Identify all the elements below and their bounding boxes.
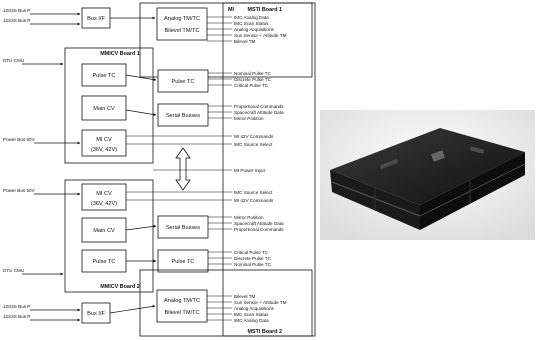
analog-tmtc-top: Analog TM/TC Bilevel TM/TC <box>157 8 207 40</box>
mi-signals-bottom: Bilevel TM Sun Sensor + Attitude TM Anal… <box>207 294 287 323</box>
power-bus-bottom: Power Bus 50V <box>3 188 80 194</box>
analog-tmtc-top-l1: Analog TM/TC <box>164 16 200 22</box>
main-cv-b2-label: Main CV <box>93 228 115 234</box>
mi-sig-bottom-0: Bilevel TM <box>234 294 256 299</box>
system-block-diagram: MSTI Board 1 12S3S Bus P 12S3S Bus R Bus… <box>0 0 320 340</box>
mi-sig-pulse-0: Nominal Pulse TC <box>234 71 272 76</box>
bottom-inputs: 12S3S Bus P 12S3S Bus R <box>3 304 80 320</box>
pulse-tc-b2-left: Pulse TC <box>82 250 126 272</box>
power-bus-bottom-label: Power Bus 50V <box>3 188 36 193</box>
mi-signals-pulse: Nominal Pulse TC Discrete Pulse TC Criti… <box>208 71 272 88</box>
pulse-tc-top-right-label: Pulse TC <box>172 79 195 85</box>
dtu-cmu-top-label: DTU CMU <box>3 58 24 63</box>
analog-tmtc-bottom-l1: Analog TM/TC <box>164 298 200 304</box>
pulse-tc-top-right: Pulse TC <box>158 70 208 92</box>
mi-sig-top-2: Analog Acquisitions <box>234 27 275 32</box>
mi-title: MI <box>228 7 234 13</box>
mi-sig-serial-0: Proportional Commands <box>234 104 284 109</box>
serial-busses-top: Serial Busses <box>158 104 208 126</box>
mi-sig-top-4: Bilevel TM <box>234 39 256 44</box>
mi-sig-pulse2-0: Critical Pulse TC <box>234 250 269 255</box>
mi-sig-bottom-4: IMC Analog Data <box>234 318 269 323</box>
pulse-tc-b2-left-label: Pulse TC <box>93 259 116 265</box>
hardware-photo <box>320 110 535 240</box>
bus-if-top: Bus I/F <box>82 8 110 28</box>
pulse-tc-b1-left: Pulse TC <box>82 64 126 86</box>
dtu-cmu-bottom: DTU CMU <box>3 268 63 274</box>
mi-signals-pwr1: MI 42V Commands IMC Source Select <box>126 134 274 147</box>
mi-cv-b1: MI CV (36V, 42V) <box>82 130 126 156</box>
msti-board-2-title: MSTI Board 2 <box>248 329 282 335</box>
mi-sig-pulse2-1: Discrete Pulse TC <box>234 256 272 261</box>
pulse-tc-bottom-right: Pulse TC <box>158 250 208 272</box>
top-inputs: 12S3S Bus P 12S3S Bus R <box>3 8 80 24</box>
mi-cv-b1-l2: (36V, 42V) <box>91 147 117 153</box>
power-bus-top: Power Bus 50V <box>3 137 80 143</box>
analog-tmtc-bottom: Analog TM/TC Bilevel TM/TC <box>157 290 207 322</box>
mi-sig-bottom-2: Analog Acquisitions <box>234 306 275 311</box>
mi-sig-serial2-1: Spacecraft Attitude Data <box>234 221 284 226</box>
mi-signals-top: IMC Analog Data IMC Scan Status Analog A… <box>207 15 287 44</box>
mi-power-input: MI Power Input <box>153 168 266 173</box>
mi-sig-serial-2: Mirror Position <box>234 116 264 121</box>
mi-sig-serial-1: Spacecraft Attitude Data <box>234 110 284 115</box>
dtu-cmu-top: DTU CMU <box>3 58 63 64</box>
bus-if-top-label: Bus I/F <box>87 16 105 22</box>
mi-cv-b2: MI CV (36V, 42V) <box>82 184 126 210</box>
mi-cv-b2-l1: MI CV <box>96 191 112 197</box>
msti-board-1-title: MSTI Board 1 <box>248 7 282 13</box>
mi-sig-top-1: IMC Scan Status <box>234 21 269 26</box>
analog-tmtc-top-l2: Bilevel TM/TC <box>164 28 199 34</box>
input-bus-p-top: 12S3S Bus P <box>3 8 30 13</box>
mi-sig-serial2-0: Mirror Position <box>234 215 264 220</box>
analog-tmtc-bottom-l2: Bilevel TM/TC <box>164 310 199 316</box>
mi-sig-pulse2-2: Nominal Pulse TC <box>234 262 272 267</box>
bus-if-bottom: Bus I/F <box>82 303 110 323</box>
input-bus-r-bottom: 12S3S Bus R <box>3 314 31 319</box>
serial-busses-bottom: Serial Busses <box>158 216 208 238</box>
mi-sig-serial2-2: Proportional Commands <box>234 227 284 232</box>
serial-busses-bottom-label: Serial Busses <box>166 225 200 231</box>
mi-sig-top-0: IMC Analog Data <box>234 15 269 20</box>
mmicv-board-2-title: MMICV Board 2 <box>100 284 140 290</box>
main-cv-b1: Main CV <box>82 96 126 120</box>
pulse-tc-bottom-right-label: Pulse TC <box>172 259 195 265</box>
main-cv-b1-label: Main CV <box>93 106 115 112</box>
mi-sig-pwr2-1: MI 42V Commands <box>234 198 274 203</box>
serial-busses-top-label: Serial Busses <box>166 113 200 119</box>
mmicv-board-1-title: MMICV Board 1 <box>100 51 140 57</box>
input-bus-p-bottom: 12S3S Bus P <box>3 304 30 309</box>
mi-signals-serial2: Mirror Position Spacecraft Attitude Data… <box>208 215 284 232</box>
mi-sig-pulse-1: Discrete Pulse TC <box>234 77 272 82</box>
pulse-tc-b1-left-label: Pulse TC <box>93 73 116 79</box>
mi-sig-pwr1-1: IMC Source Select <box>234 142 273 147</box>
mi-sig-pwr2-0: IMC Source Select <box>234 190 273 195</box>
mi-sig-pulse-2: Critical Pulse TC <box>234 83 269 88</box>
board-link-arrow <box>176 148 190 190</box>
main-cv-b2: Main CV <box>82 218 126 242</box>
mi-sig-bottom-3: IMC Scan Status <box>234 312 269 317</box>
mi-signals-serial: Proportional Commands Spacecraft Attitud… <box>208 104 284 121</box>
mi-signals-pulse2: Critical Pulse TC Discrete Pulse TC Nomi… <box>208 250 272 267</box>
mi-cv-b1-l1: MI CV <box>96 137 112 143</box>
mi-sig-bottom-1: Sun Sensor + Attitude TM <box>234 300 287 305</box>
input-bus-r-top: 12S3S Bus R <box>3 18 31 23</box>
mi-sig-top-3: Sun Sensor + Attitude TM <box>234 33 287 38</box>
mi-power-input-label: MI Power Input <box>234 168 266 173</box>
mi-cv-b2-l2: (36V, 42V) <box>91 201 117 207</box>
dtu-cmu-bottom-label: DTU CMU <box>3 268 24 273</box>
mi-signals-pwr2: IMC Source Select MI 42V Commands <box>126 190 274 203</box>
mi-sig-pwr1-0: MI 42V Commands <box>234 134 274 139</box>
power-bus-top-label: Power Bus 50V <box>3 137 36 142</box>
bus-if-bottom-label: Bus I/F <box>87 311 105 317</box>
